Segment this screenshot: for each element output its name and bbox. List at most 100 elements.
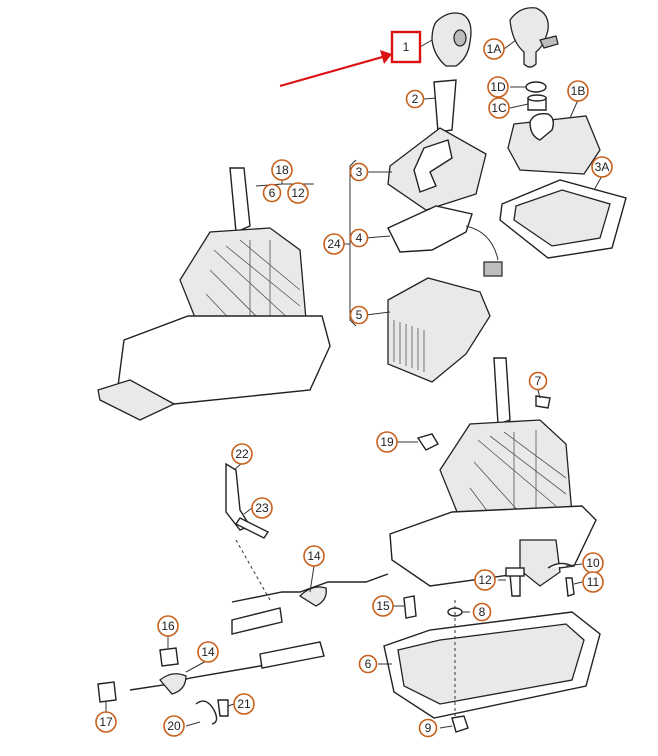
callout-label: 24	[327, 237, 341, 251]
callout-14-c14a: 14	[303, 545, 325, 567]
callout-label: 17	[99, 715, 113, 729]
callout-1-c1: 1	[390, 30, 422, 64]
callout-23-c23: 23	[251, 497, 273, 519]
clip-7	[535, 395, 551, 409]
callout-1c-c1c: 1C	[488, 97, 510, 119]
shifter-assembly-left	[97, 167, 331, 421]
console-housing-5	[387, 277, 491, 383]
callout-ring	[567, 80, 589, 102]
callout-ring	[251, 497, 273, 519]
shifter-assembly-right	[389, 357, 597, 587]
callout-6-c6a: 6	[262, 183, 282, 203]
indicator-panel-4	[387, 205, 503, 277]
callout-17-c17: 17	[95, 711, 117, 733]
callout-ring	[271, 159, 293, 181]
callout-10-c10: 10	[582, 552, 604, 574]
callout-14-c14b: 14	[197, 641, 219, 663]
callout-label: 20	[167, 719, 181, 733]
highlight-annotation	[279, 50, 392, 88]
gear-knob-1	[431, 12, 472, 67]
bracket-17	[97, 681, 117, 703]
callout-label: 12	[291, 186, 305, 200]
callout-ring	[163, 715, 185, 737]
callout-19-c19: 19	[376, 431, 398, 453]
lower-tray-6	[383, 611, 601, 719]
callout-ring	[472, 602, 492, 622]
trim-frame-3a	[499, 179, 627, 259]
callout-12-c12a: 12	[287, 182, 309, 204]
bolt-12	[505, 567, 525, 597]
nut-19	[416, 433, 439, 451]
callout-ring	[582, 571, 604, 593]
callout-ring	[231, 443, 253, 465]
callout-4-c4: 4	[349, 228, 369, 248]
callout-ring	[487, 76, 509, 98]
callout-label: 1C	[491, 101, 507, 115]
callout-label: 9	[425, 721, 432, 735]
callout-label: 11	[587, 575, 600, 589]
callout-12-c12b: 12	[474, 569, 496, 591]
callout-7-c7: 7	[528, 371, 548, 391]
boot-1b	[507, 112, 601, 175]
bolt-21	[217, 699, 229, 717]
callout-1a-c1a: 1A	[483, 38, 505, 60]
callout-ring	[372, 595, 394, 617]
callout-ring	[287, 182, 309, 204]
callout-ring	[405, 89, 425, 109]
callout-label: 22	[235, 447, 249, 461]
clip-15	[403, 595, 417, 619]
callout-label: 7	[535, 374, 542, 388]
shift-cable-upper-14	[231, 573, 389, 635]
callout-18-c18: 18	[271, 159, 293, 181]
callout-label: 8	[479, 605, 486, 619]
callout-label: 21	[237, 697, 251, 711]
bushing-1c	[527, 94, 547, 111]
ring-1d	[525, 81, 547, 93]
callout-15-c15: 15	[372, 595, 394, 617]
bolt-23	[234, 517, 270, 539]
callout-label: 14	[201, 645, 215, 659]
callout-ring	[303, 545, 325, 567]
callout-ring	[528, 371, 548, 391]
callout-9-c9: 9	[418, 718, 438, 738]
callout-label: 12	[478, 573, 492, 587]
callout-label: 1A	[487, 42, 502, 56]
arrow-head	[380, 50, 392, 64]
callout-ring	[418, 718, 438, 738]
callout-label: 3	[356, 165, 363, 179]
callout-label: 3A	[595, 160, 610, 174]
callout-3a-c3a: 3A	[591, 156, 613, 178]
callout-label: 23	[255, 501, 269, 515]
callout-ring	[483, 38, 505, 60]
callout-8-c8: 8	[472, 602, 492, 622]
callout-ring	[233, 693, 255, 715]
callout-6-c6b: 6	[358, 654, 378, 674]
callout-label: 18	[275, 163, 289, 177]
callout-ring	[349, 305, 369, 325]
callout-5-c5: 5	[349, 305, 369, 325]
callout-ring	[349, 228, 369, 248]
leader-lines	[105, 39, 603, 729]
spring-clip-20	[195, 700, 218, 725]
callout-ring	[358, 654, 378, 674]
callout-ring	[157, 615, 179, 637]
callout-label: 6	[365, 657, 372, 671]
callout-1d-c1d: 1D	[487, 76, 509, 98]
callout-label: 4	[356, 231, 363, 245]
callout-22-c22: 22	[231, 443, 253, 465]
callout-ring	[488, 97, 510, 119]
highlight-box	[390, 30, 422, 64]
shift-cable-lower-14	[129, 641, 325, 695]
callout-ring	[95, 711, 117, 733]
gear-knob-1a	[509, 7, 559, 68]
pointer-arrow	[279, 54, 387, 88]
callout-11-c11: 11	[582, 571, 604, 593]
callout-ring	[197, 641, 219, 663]
callout-label: 2	[412, 92, 419, 106]
callout-21-c21: 21	[233, 693, 255, 715]
knob-sleeve-2	[433, 79, 457, 133]
callout-label: 5	[356, 308, 363, 322]
